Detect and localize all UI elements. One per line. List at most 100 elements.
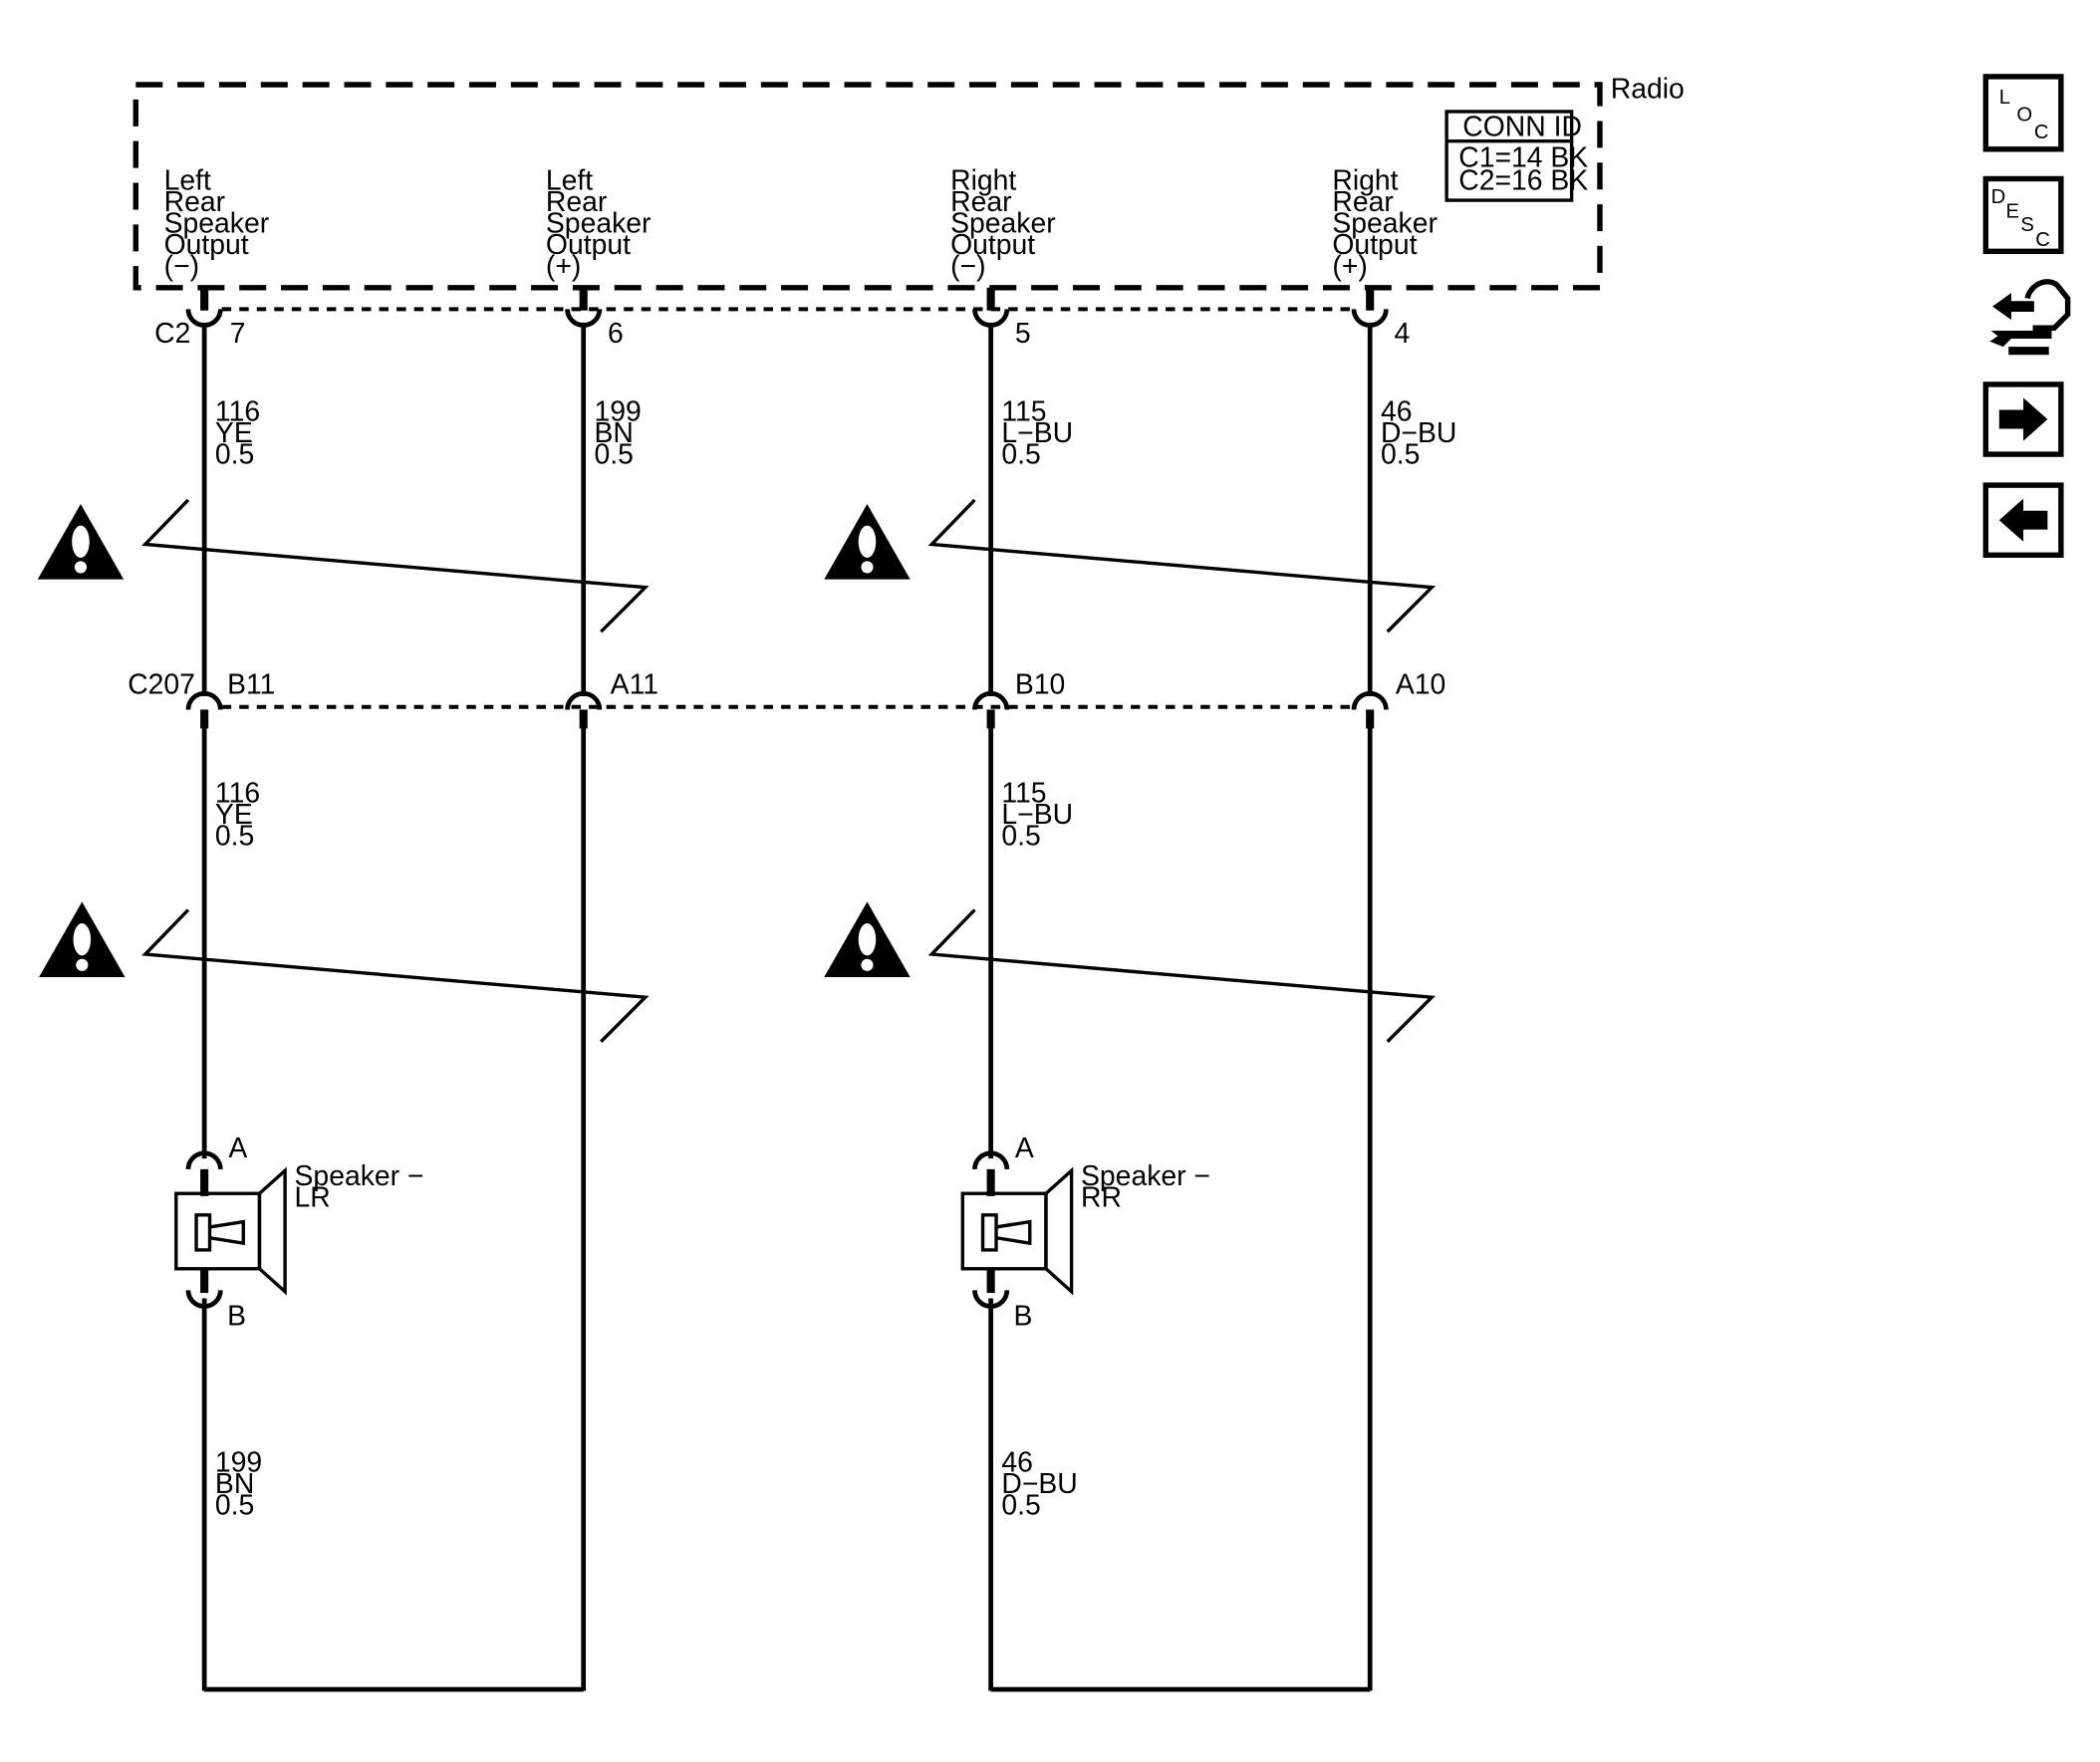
speaker-name-line2: RR (1081, 1182, 1122, 1214)
c2-terminal (1351, 287, 1389, 328)
pin-desc-line: Left (546, 164, 593, 196)
lower-wire-labels: 116 YE 0.5 115 L−BU 0.5 (215, 778, 1073, 853)
speaker-cone (1044, 1166, 1074, 1296)
speaker-name-line1: Speaker − (1081, 1160, 1210, 1192)
c2-terminal (185, 287, 223, 328)
wire-size: 0.5 (1001, 821, 1040, 853)
pin-desc-line: Output (1332, 229, 1417, 261)
speaker-coil (980, 1213, 998, 1252)
terminal-cup (972, 1150, 1010, 1170)
pin-desc-line: (−) (950, 251, 985, 283)
c207-terminal (972, 690, 1010, 729)
caution-icon[interactable] (37, 504, 125, 580)
wire-color: D−BU (1001, 1468, 1077, 1500)
radio-pin-label-right-minus: Right Rear Speaker Output (−) (950, 164, 1056, 282)
wire-circuit: 115 (1001, 395, 1046, 427)
pin-desc-line: Speaker (546, 207, 652, 239)
upper-wire-labels: 116 YE 0.5 199 BN 0.5 115 L−BU 0.5 46 D−… (215, 395, 1456, 470)
desc-button[interactable]: D E S C (1982, 175, 2064, 255)
pin-desc-line: Right (1332, 164, 1398, 196)
speaker-body (174, 1191, 262, 1271)
pin-desc-line: Output (950, 229, 1035, 261)
terminal-cup (185, 1150, 223, 1170)
desc-icon: D E S C (1991, 186, 2050, 251)
wire-size: 0.5 (1381, 439, 1420, 471)
conn-id-title: CONN ID (1462, 111, 1582, 142)
twisted-pair-zigzag (927, 498, 1437, 633)
wire-size: 0.5 (1001, 1490, 1040, 1522)
radio-dashed-outline (132, 82, 1603, 291)
c207-terminal (185, 690, 223, 729)
pin-desc-line: Speaker (950, 207, 1056, 239)
speaker-pin-b: B (1014, 1300, 1033, 1332)
harness-routing-icon (1989, 279, 2071, 356)
loc-letter: O (2016, 104, 2032, 126)
harness-routing-button[interactable] (1989, 279, 2071, 356)
pin-desc-line: Output (546, 229, 631, 261)
c207-pin-number: B11 (227, 668, 275, 700)
pin-desc-line: Rear (164, 186, 225, 218)
c2-pin-number: 7 (230, 318, 246, 350)
desc-letter: C (2035, 229, 2050, 251)
c207-terminal (565, 690, 603, 729)
speaker-lr: A B Speaker − LR 199 BN 0.5 (174, 1133, 424, 1522)
conn-id-outline (1444, 110, 1574, 202)
twisted-pair-break (141, 908, 650, 1043)
c2-terminal (565, 287, 603, 328)
wire-color: L−BU (1001, 799, 1073, 831)
desc-letter: E (2006, 201, 2020, 223)
twisted-pair-zigzag (141, 498, 650, 633)
speaker-pin-a: A (228, 1133, 247, 1164)
caution-icon[interactable] (824, 504, 911, 580)
radio-pin-label-left-minus: Left Rear Speaker Output (−) (164, 164, 270, 282)
wire-circuit: 116 (215, 778, 260, 810)
speaker-magnet (995, 1219, 1032, 1246)
c207-pin-number: B10 (1015, 668, 1065, 700)
wire-circuit: 199 (215, 1447, 262, 1479)
terminal-cup (972, 690, 1010, 710)
twisted-pair-break (141, 498, 650, 633)
terminal-cup (565, 690, 603, 710)
speaker-name-line1: Speaker − (295, 1160, 424, 1192)
c2-pin-number: 4 (1394, 318, 1410, 350)
pin-desc-line: Left (164, 164, 211, 196)
connector-c207: C207 B11 A11 B10 A10 (128, 668, 1445, 729)
previous-page-button[interactable] (1982, 482, 2064, 558)
c207-terminal (1351, 690, 1389, 729)
loc-letter: C (2034, 122, 2049, 143)
speaker-coil (194, 1213, 212, 1252)
loc-button[interactable]: L O C (1982, 74, 2064, 152)
pin-desc-line: Output (164, 229, 249, 261)
connector-c2: C2 7 6 5 4 (154, 287, 1410, 350)
wire-size: 0.5 (1001, 439, 1040, 471)
next-arrow-icon (1998, 397, 2048, 441)
pin-desc-line: (+) (546, 251, 581, 283)
speaker-cone (257, 1166, 287, 1296)
speaker-rr: A B Speaker − RR 46 D−BU 0.5 (960, 1133, 1210, 1522)
loc-icon: L O C (1999, 87, 2049, 143)
speaker-name-line2: LR (295, 1182, 331, 1214)
wire-color: BN (215, 1468, 254, 1500)
speaker-pin-b: B (227, 1300, 246, 1332)
twisted-pair-zigzag (927, 908, 1437, 1043)
wire-color: YE (215, 417, 253, 449)
wire-size: 0.5 (215, 439, 254, 471)
pin-desc-line: Speaker (1332, 207, 1438, 239)
pin-desc-line: (−) (164, 251, 199, 283)
radio-pin-label-left-plus: Left Rear Speaker Output (+) (546, 164, 652, 282)
wire-color: L−BU (1001, 417, 1073, 449)
wire-circuit: 115 (1001, 778, 1046, 810)
pin-desc-line: Rear (1332, 186, 1393, 218)
wire-color: BN (595, 417, 634, 449)
twisted-pair-zigzag (141, 908, 650, 1043)
caution-icon[interactable] (39, 901, 126, 977)
connector-c2-label: C2 (154, 318, 190, 350)
wire-circuit: 46 (1001, 1447, 1033, 1479)
next-page-button[interactable] (1982, 381, 2064, 457)
wire-color: YE (215, 799, 253, 831)
c207-pin-number: A11 (611, 668, 658, 700)
radio-label: Radio (1611, 74, 1685, 106)
caution-icon[interactable] (824, 901, 911, 977)
c2-pin-number: 5 (1015, 318, 1031, 350)
